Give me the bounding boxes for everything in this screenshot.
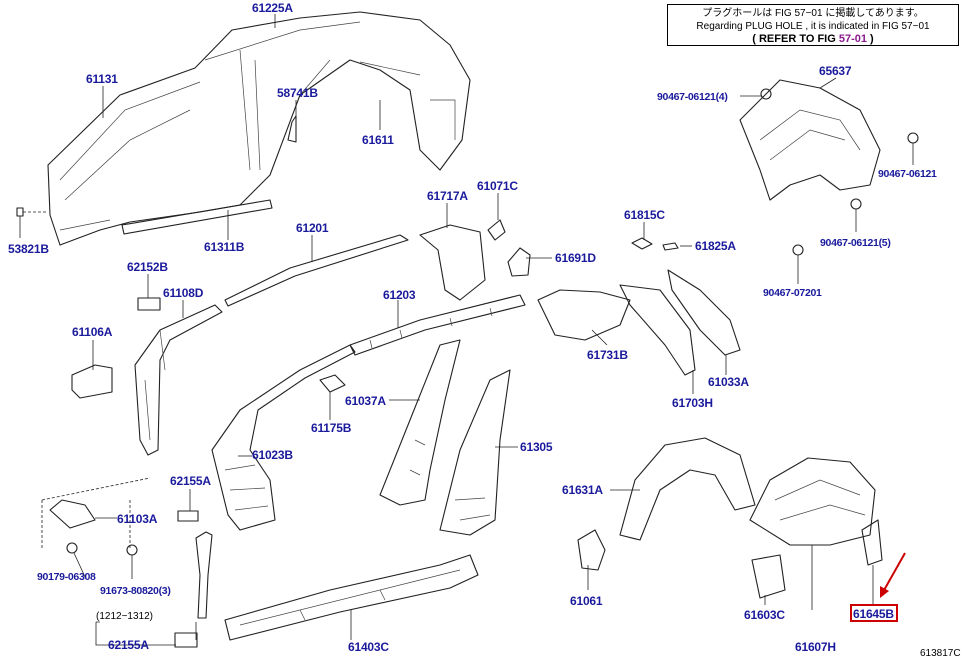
- part-label-61225a[interactable]: 61225A: [252, 1, 293, 15]
- nut-90179-06308: [66, 542, 78, 554]
- note-ref-prefix: ( REFER TO FIG: [752, 33, 839, 45]
- pad-62155a-mid: [177, 510, 199, 522]
- clip-90467-06121-c: [850, 198, 862, 210]
- part-label-61645b[interactable]: 61645B: [853, 607, 894, 621]
- part-label-61631a[interactable]: 61631A: [562, 483, 603, 497]
- plug-hole-note: プラグホールは FIG 57−01 に掲載してあります。 Regarding P…: [667, 4, 959, 46]
- seal-arc: [195, 531, 213, 619]
- date-range-note: (1212−1312): [96, 611, 153, 622]
- front-pillar-inner-61023b: [211, 344, 356, 531]
- part-label-90467-06121-4[interactable]: 90467-06121(4): [657, 91, 728, 103]
- bracket-61103a: [49, 499, 96, 529]
- bracket-61691d: [507, 247, 531, 277]
- bracket-61106a: [71, 364, 113, 399]
- highlight-box-61645b: [850, 604, 898, 622]
- part-label-90467-06121-5[interactable]: 90467-06121(5): [820, 237, 891, 249]
- part-label-65637[interactable]: 65637: [819, 64, 852, 78]
- figure-code: 613817C: [920, 648, 961, 659]
- seal-58741b: [287, 115, 297, 143]
- pad-62155a-bottom: [174, 632, 198, 648]
- clip-53821b: [16, 207, 48, 238]
- panel-61645b: [861, 519, 883, 566]
- part-label-62155a-bottom[interactable]: 62155A: [108, 638, 149, 652]
- panel-61033a: [667, 269, 741, 356]
- part-label-61815c[interactable]: 61815C: [624, 208, 665, 222]
- clip-90467-06121-a: [760, 88, 772, 100]
- part-label-61203[interactable]: 61203: [383, 288, 416, 302]
- part-label-61305[interactable]: 61305: [520, 440, 553, 454]
- panel-61603c: [751, 554, 786, 599]
- inner-wheelhouse-61607h: [749, 457, 876, 546]
- part-label-61037a[interactable]: 61037A: [345, 394, 386, 408]
- panel-61703h: [619, 284, 696, 376]
- part-label-61175b[interactable]: 61175B: [311, 421, 352, 435]
- part-label-61403c[interactable]: 61403C: [348, 640, 389, 654]
- part-label-61731b[interactable]: 61731B: [587, 348, 628, 362]
- bolt-91673-80820: [126, 544, 138, 556]
- center-pillar-inner-61305: [439, 369, 511, 536]
- part-label-90467-06121-top[interactable]: 90467-06121: [878, 168, 937, 180]
- bracket-61061: [577, 529, 606, 571]
- highlight-arrow: [880, 552, 906, 598]
- note-line-japanese: プラグホールは FIG 57−01 に掲載してあります。: [702, 8, 924, 19]
- part-label-61311b[interactable]: 61311B: [204, 240, 245, 254]
- roof-rail-61201: [224, 234, 409, 307]
- part-label-62155a-mid[interactable]: 62155A: [170, 474, 211, 488]
- clip-90467-06121-b: [907, 132, 919, 144]
- plug-61815c: [631, 237, 653, 250]
- part-label-61691d[interactable]: 61691D: [555, 251, 596, 265]
- inner-rail-61203: [349, 294, 526, 356]
- leader-lines: [73, 14, 914, 640]
- part-label-61071c[interactable]: 61071C: [477, 179, 518, 193]
- part-label-61103a[interactable]: 61103A: [117, 512, 158, 526]
- part-label-61703h[interactable]: 61703H: [672, 396, 713, 410]
- plug-61825a: [662, 242, 679, 251]
- bracket-61175b: [319, 374, 346, 393]
- fender-liner-65637: [739, 79, 881, 201]
- bracket-61071c: [487, 219, 506, 241]
- clip-90467-07201: [792, 244, 804, 256]
- part-label-91673-80820[interactable]: 91673-80820(3): [100, 585, 171, 597]
- note-reference: ( REFER TO FIG 57-01 ): [668, 33, 958, 46]
- part-label-61607h[interactable]: 61607H: [795, 640, 836, 654]
- part-label-61603c[interactable]: 61603C: [744, 608, 785, 622]
- wheelhouse-61631a: [619, 437, 756, 541]
- part-label-61108d[interactable]: 61108D: [163, 286, 204, 300]
- part-label-61131[interactable]: 61131: [86, 72, 118, 86]
- part-label-61201[interactable]: 61201: [296, 221, 329, 235]
- part-label-58741b[interactable]: 58741B: [277, 86, 318, 100]
- center-pillar-61037a: [379, 339, 461, 506]
- pad-62152b: [137, 297, 161, 311]
- part-label-90467-07201[interactable]: 90467-07201: [763, 287, 822, 299]
- front-pillar-61108d: [134, 304, 223, 456]
- part-label-61061[interactable]: 61061: [570, 594, 603, 608]
- panel-61731b: [537, 289, 631, 341]
- part-label-61717a[interactable]: 61717A: [427, 189, 468, 203]
- rocker-inner-61403c: [224, 554, 479, 641]
- part-label-61023b[interactable]: 61023B: [252, 448, 293, 462]
- pillar-61717a: [419, 224, 486, 301]
- part-label-61825a[interactable]: 61825A: [695, 239, 736, 253]
- part-label-90179-06308[interactable]: 90179-06308: [37, 571, 96, 583]
- part-label-61033a[interactable]: 61033A: [708, 375, 749, 389]
- note-line-english: Regarding PLUG HOLE , it is indicated in…: [696, 21, 930, 32]
- part-label-61106a[interactable]: 61106A: [72, 325, 113, 339]
- part-label-61611[interactable]: 61611: [362, 133, 394, 147]
- body-side-outer-panel: [47, 11, 471, 246]
- rocker-61311b: [121, 199, 273, 235]
- note-ref-fig-link[interactable]: 57-01: [838, 33, 867, 45]
- part-label-62152b[interactable]: 62152B: [127, 260, 168, 274]
- part-label-53821b[interactable]: 53821B: [8, 242, 49, 256]
- note-ref-suffix: ): [866, 33, 874, 45]
